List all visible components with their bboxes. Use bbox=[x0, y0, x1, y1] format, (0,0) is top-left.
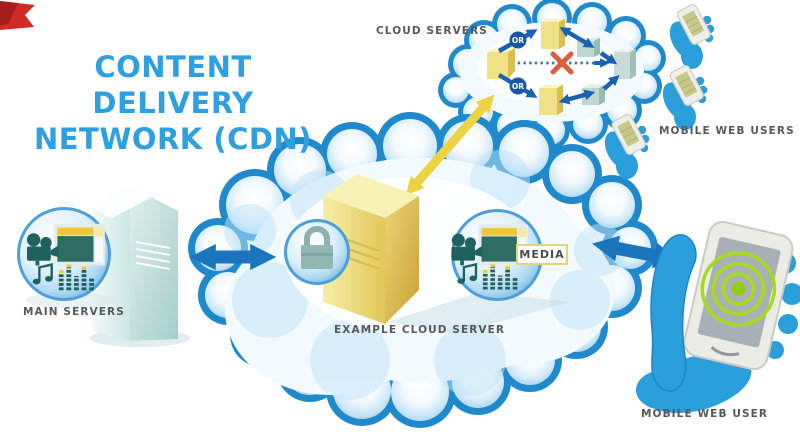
x-mark-icon bbox=[550, 51, 574, 75]
mirror-server-top bbox=[541, 18, 565, 49]
or-badge-top: OR bbox=[509, 31, 527, 49]
media-tag-label: MEDIA bbox=[519, 248, 565, 261]
mobile-user-1 bbox=[663, 2, 715, 70]
padlock-icon bbox=[301, 226, 333, 269]
mobile-user-2 bbox=[656, 63, 708, 131]
cloud-media-circle bbox=[451, 209, 543, 301]
hand-holding-phone-icon bbox=[636, 221, 800, 414]
smartphone-icon bbox=[683, 221, 794, 371]
title-line-1: CONTENT DELIVERY bbox=[92, 50, 254, 120]
main-servers-label: MAIN SERVERS bbox=[23, 306, 125, 318]
destination-server bbox=[614, 48, 636, 79]
security-lock-circle bbox=[284, 219, 350, 285]
page-title: CONTENT DELIVERY NETWORK (CDN) bbox=[20, 49, 326, 157]
mobile-web-user-label: MOBILE WEB USER bbox=[641, 408, 769, 420]
main-servers-media-circle bbox=[17, 207, 114, 308]
signal-rings-icon bbox=[700, 251, 777, 327]
origin-folder-server bbox=[487, 48, 515, 79]
central-cloud bbox=[188, 112, 658, 428]
mirror-server-bottom bbox=[539, 84, 563, 115]
corner-ribbon-decoration bbox=[0, 1, 35, 30]
mobile-web-users-label: MOBILE WEB USERS bbox=[659, 125, 795, 137]
cloud-servers-label: CLOUD SERVERS bbox=[376, 25, 488, 37]
sync-arrow-yellow bbox=[405, 94, 495, 196]
transfer-arrow-right bbox=[592, 235, 680, 269]
example-cloud-server-label: EXAMPLE CLOUD SERVER bbox=[334, 324, 506, 336]
media-tag: MEDIA bbox=[516, 244, 568, 265]
or-badge-bottom-label: OR bbox=[512, 82, 524, 91]
title-line-2: NETWORK (CDN) bbox=[33, 122, 313, 156]
or-badge-top-label: OR bbox=[512, 36, 524, 45]
or-badge-bottom: OR bbox=[509, 77, 527, 95]
